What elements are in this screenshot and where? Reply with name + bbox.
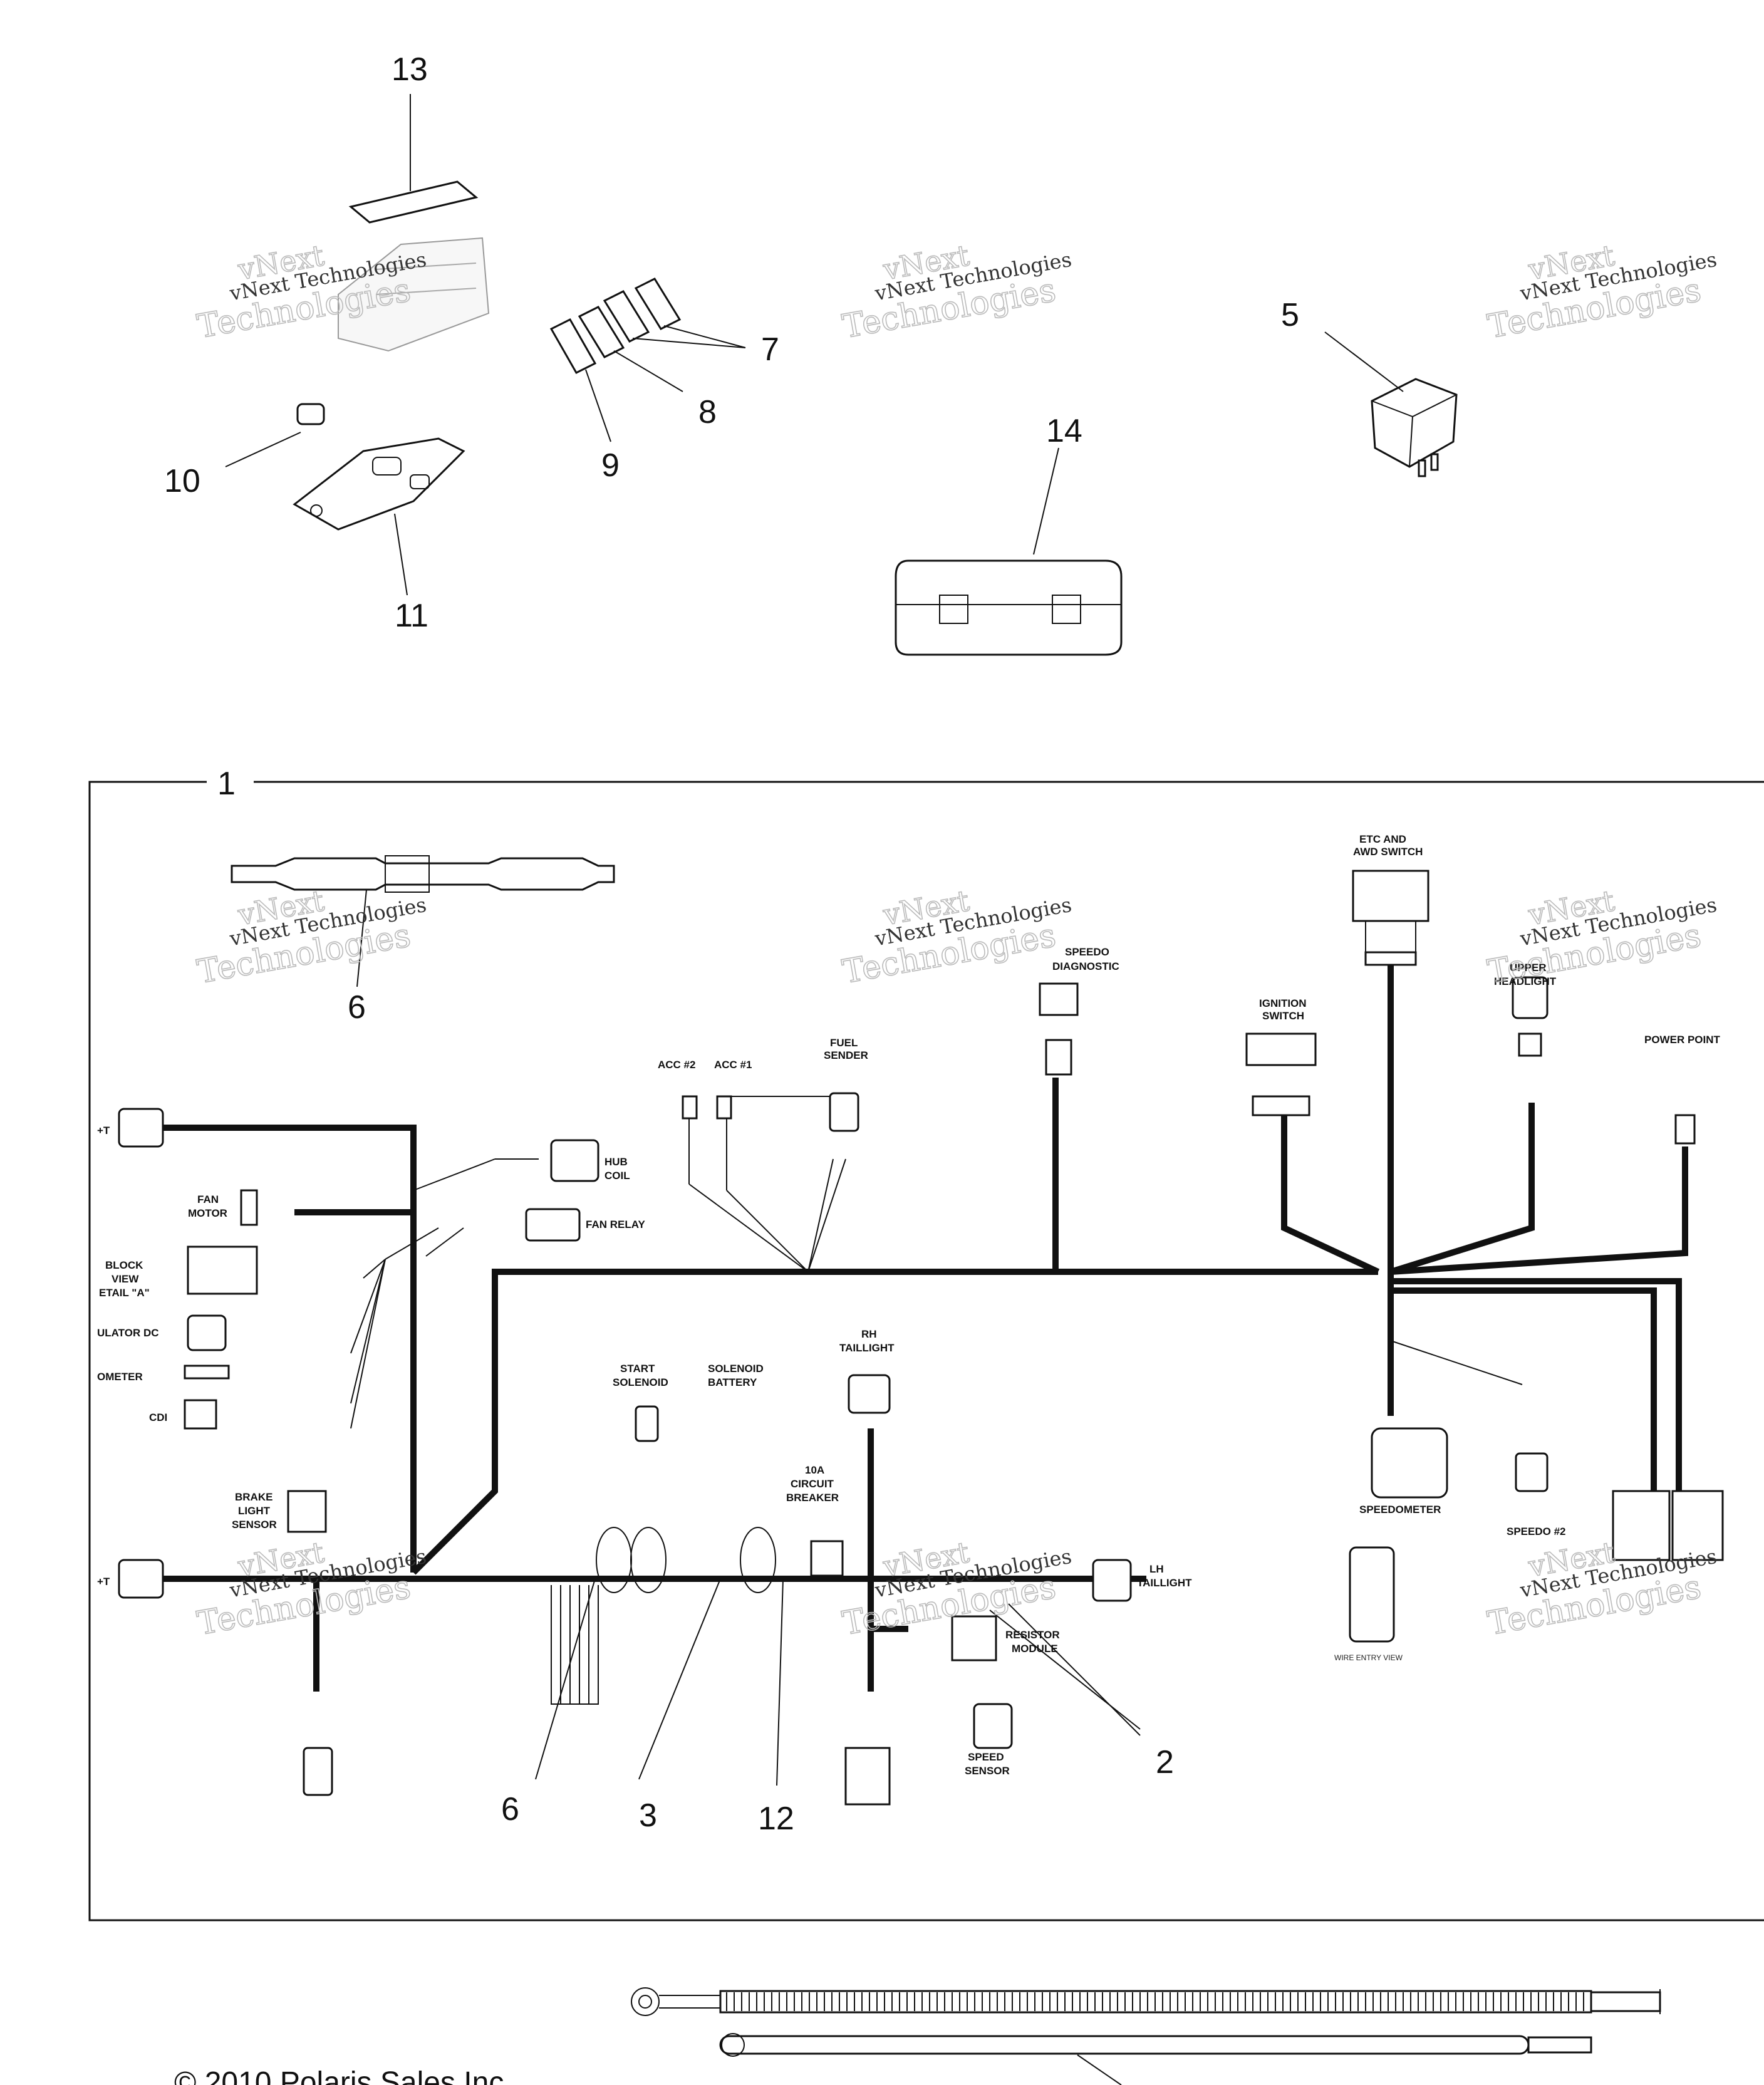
label-speedo-diagnostic: SPEEDO <box>1065 946 1109 958</box>
label-ignition-2: SWITCH <box>1262 1010 1304 1022</box>
label-circuit-breaker-2: CIRCUIT <box>791 1478 834 1490</box>
label-plus-t-bottom: +T <box>97 1576 110 1588</box>
label-resistor-module: RESISTOR <box>1005 1629 1060 1641</box>
callout-7: 7 <box>761 331 779 368</box>
callout-10: 10 <box>164 463 200 499</box>
watermarks: vNext Technologies vNext Technologies vN… <box>194 237 1719 1643</box>
sleeve-part-6-top <box>231 855 615 987</box>
branch-lines <box>350 1096 1523 1786</box>
callout-6-bottom: 6 <box>501 1791 519 1828</box>
callout-6-top: 6 <box>348 989 366 1026</box>
label-cdi: CDI <box>149 1412 167 1423</box>
label-block-view-2: VIEW <box>112 1273 139 1285</box>
label-start-solenoid-2: SOLENOID <box>613 1376 668 1388</box>
label-brake-light-3: SENSOR <box>232 1519 277 1531</box>
label-speed-sensor: SPEED <box>968 1751 1004 1763</box>
bolt-part-10 <box>225 403 325 467</box>
label-hub-coil: HUB <box>604 1156 628 1168</box>
callout-9: 9 <box>601 447 620 484</box>
label-fuel-sender-2: SENDER <box>824 1049 868 1061</box>
label-brake-light: BRAKE <box>235 1491 272 1503</box>
label-circuit-breaker: 10A <box>805 1464 824 1476</box>
clip-part-14 <box>895 447 1123 656</box>
label-ometer: OMETER <box>97 1371 143 1383</box>
label-speed-sensor-2: SENSOR <box>965 1765 1010 1777</box>
harness-frame <box>88 781 1764 1921</box>
label-solenoid-battery-2: BATTERY <box>708 1376 757 1388</box>
fuse-parts-7-8-9 <box>549 278 746 442</box>
label-fan-motor-2: MOTOR <box>188 1207 227 1219</box>
label-upper-headlight-2: HEADLIGHT <box>1494 975 1557 987</box>
main-harness-wires <box>160 965 1688 1692</box>
battery-cables <box>631 1987 1661 2085</box>
label-power-point: POWER POINT <box>1644 1034 1721 1046</box>
callout-8: 8 <box>698 394 717 430</box>
label-rh-taillight: RH <box>861 1328 877 1340</box>
callout-14: 14 <box>1046 413 1082 449</box>
label-etc-awd-2: AWD SWITCH <box>1353 846 1423 858</box>
label-plus-t-top: +T <box>97 1125 110 1136</box>
label-rh-taillight-2: TAILLIGHT <box>839 1342 895 1354</box>
label-sheet-part-13 <box>348 94 479 224</box>
callout-13: 13 <box>392 51 428 88</box>
label-upper-headlight: UPPER <box>1510 962 1547 974</box>
label-hub-coil-2: COIL <box>604 1170 630 1182</box>
label-lh-taillight-2: TAILLIGHT <box>1137 1577 1192 1589</box>
label-acc1: ACC #1 <box>714 1059 752 1071</box>
copyright-text: © 2010 Polaris Sales Inc. <box>174 2066 512 2085</box>
label-regulator: ULATOR DC <box>97 1327 159 1339</box>
fuse-box <box>338 237 490 352</box>
label-solenoid-battery: SOLENOID <box>708 1363 764 1375</box>
label-block-view: BLOCK <box>105 1259 143 1271</box>
relay-part-5 <box>1324 331 1458 477</box>
label-wire-entry-view: WIRE ENTRY VIEW <box>1334 1653 1403 1662</box>
callout-2: 2 <box>1156 1744 1174 1781</box>
label-fan-relay: FAN RELAY <box>586 1219 645 1230</box>
label-speedo-diagnostic-2: DIAGNOSTIC <box>1052 960 1119 972</box>
label-start-solenoid: START <box>620 1363 655 1375</box>
label-ignition: IGNITION <box>1259 997 1307 1009</box>
callout-12: 12 <box>758 1801 794 1837</box>
label-speedo2: SPEEDO #2 <box>1507 1526 1566 1537</box>
harness-labels: ETC AND AWD SWITCH SPEEDO DIAGNOSTIC UPP… <box>97 833 1721 1777</box>
label-lh-taillight: LH <box>1149 1563 1164 1575</box>
label-acc2: ACC #2 <box>658 1059 695 1071</box>
bracket-part-11 <box>293 437 465 596</box>
callout-1: 1 <box>217 766 236 802</box>
callout-5: 5 <box>1281 297 1299 333</box>
label-etc-awd: ETC AND <box>1359 833 1406 845</box>
label-fan-motor: FAN <box>197 1193 219 1205</box>
label-fuel-sender: FUEL <box>830 1037 858 1049</box>
label-brake-light-2: LIGHT <box>238 1505 271 1517</box>
label-circuit-breaker-3: BREAKER <box>786 1492 839 1504</box>
label-speedometer: SPEEDOMETER <box>1359 1504 1441 1516</box>
harness-connectors <box>118 870 1724 1806</box>
callout-11: 11 <box>395 598 428 634</box>
label-resistor-module-2: MODULE <box>1012 1643 1058 1655</box>
callout-3: 3 <box>639 1797 657 1834</box>
label-block-view-3: ETAIL "A" <box>99 1287 150 1299</box>
